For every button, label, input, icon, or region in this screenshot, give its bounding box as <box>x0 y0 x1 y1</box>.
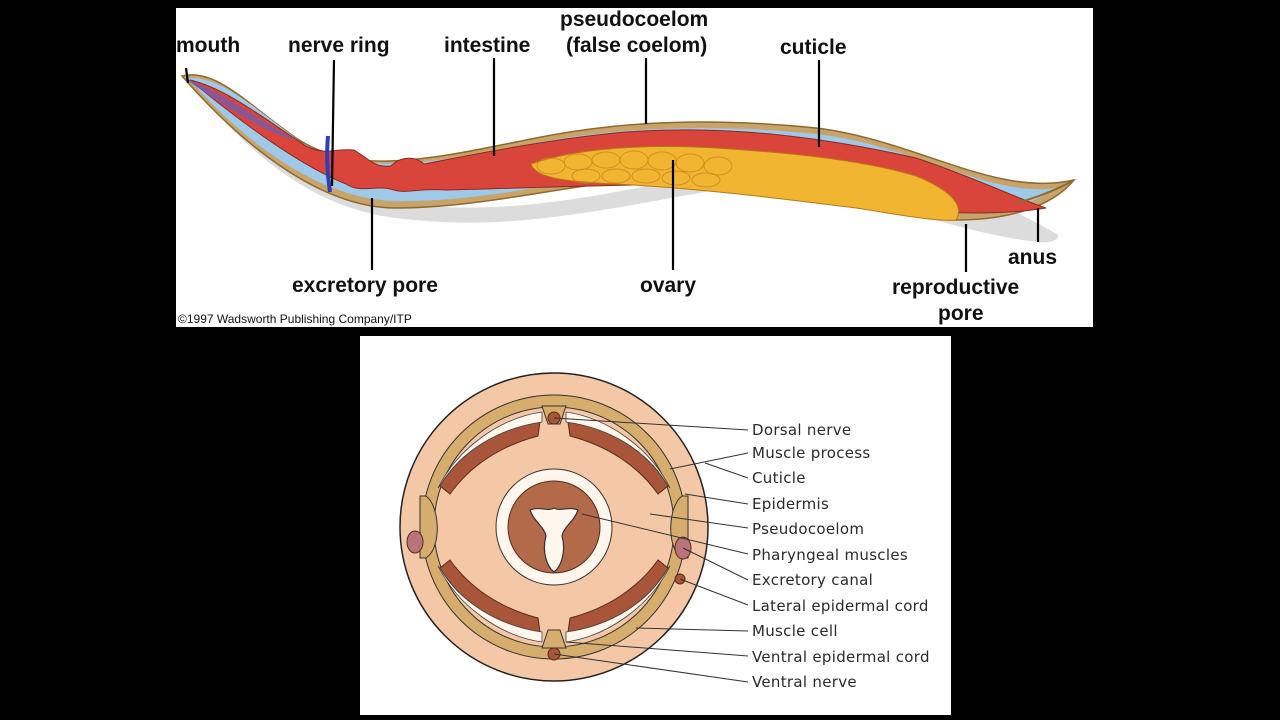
excretory-pore-label: excretory pore <box>292 274 438 297</box>
anus-label: anus <box>1008 246 1057 269</box>
muscle-cells-lower <box>437 559 671 643</box>
body-shadow <box>194 86 1059 243</box>
copyright-text: ©1997 Wadsworth Publishing Company/ITP <box>178 312 412 326</box>
nerve-ring-label: nerve ring <box>288 34 390 57</box>
longitudinal-diagram-svg: mouth nerve ring intestine pseudocoelom … <box>176 8 1076 326</box>
nerve-ring-leader <box>330 59 336 187</box>
ovary-texture <box>536 150 733 188</box>
label-dorsal-nerve: Dorsal nerve <box>752 421 851 439</box>
ovary-label: ovary <box>640 274 696 297</box>
cross-section-svg: Dorsal nerve Muscle process Cuticle Epid… <box>399 372 930 691</box>
label-muscle-cell: Muscle cell <box>752 622 838 640</box>
cross-section-diagram: Dorsal nerve Muscle process Cuticle Epid… <box>360 336 951 715</box>
ovary-shape <box>530 146 959 221</box>
label-muscle-process: Muscle process <box>752 444 871 462</box>
label-pseudocoelom: Pseudocoelom <box>752 520 864 538</box>
ventral-cord <box>541 629 567 649</box>
label-ventral-nerve: Ventral nerve <box>752 673 857 691</box>
label-lateral-epidermal-cord: Lateral epidermal cord <box>752 597 929 615</box>
label-epidermis: Epidermis <box>752 495 829 513</box>
left-canal <box>406 530 424 554</box>
pseudocoelom-label-line2: (false coelom) <box>566 34 707 57</box>
pharynx-lumen <box>529 507 579 573</box>
intestine-label: intestine <box>444 34 530 57</box>
nerve-ring-shape <box>325 135 332 193</box>
longitudinal-diagram: mouth nerve ring intestine pseudocoelom … <box>176 8 1093 327</box>
tail-shape <box>1015 179 1075 204</box>
label-ventral-epidermal-cord: Ventral epidermal cord <box>752 648 930 666</box>
cuticle-label: cuticle <box>780 36 847 59</box>
label-cuticle: Cuticle <box>752 469 806 487</box>
pharynx-tip <box>184 78 296 140</box>
label-pharyngeal-muscles: Pharyngeal muscles <box>752 546 908 564</box>
lateral-cord-left <box>419 495 438 559</box>
label-excretory-canal: Excretory canal <box>752 571 873 589</box>
cross-section-leaders <box>553 417 749 683</box>
mouth-leader <box>184 67 190 84</box>
reproductive-pore-label-line1: reproductive <box>892 276 1019 299</box>
reproductive-pore-label-line2: pore <box>938 302 984 325</box>
pseudocoelom-label-line1: pseudocoelom <box>560 8 708 31</box>
mouth-label: mouth <box>176 34 240 57</box>
